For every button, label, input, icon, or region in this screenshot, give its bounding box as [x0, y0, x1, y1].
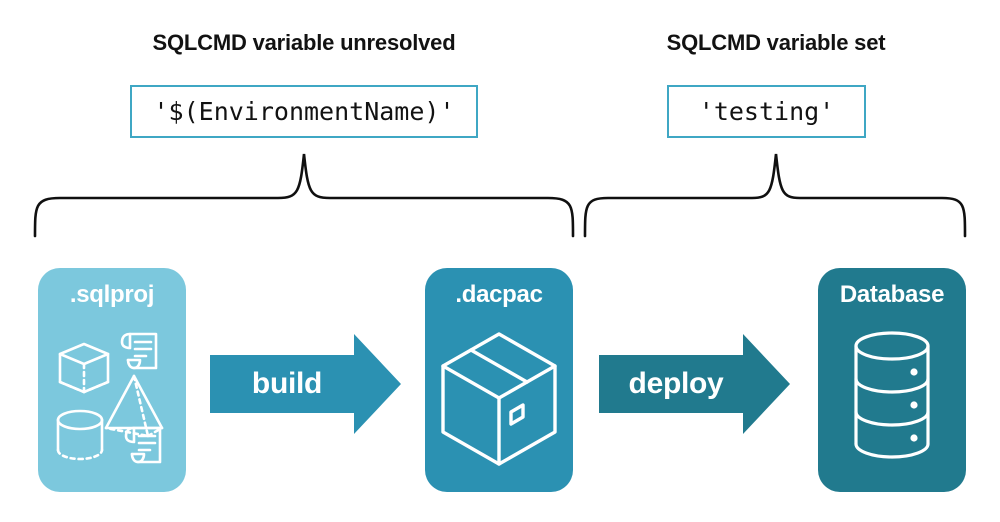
package-box-icon [441, 332, 557, 466]
node-database[interactable]: Database [818, 268, 966, 492]
cylinder-icon [56, 409, 104, 461]
node-dacpac-artwork [441, 332, 557, 466]
scroll-icon [120, 332, 158, 370]
value-text-set: 'testing' [698, 97, 835, 126]
section-heading-set: SQLCMD variable set [666, 30, 886, 55]
value-box-set: 'testing' [667, 85, 866, 138]
arrow-build[interactable]: build [208, 332, 403, 436]
arrow-right-icon-deploy [599, 334, 790, 434]
curly-brace-icon-right [583, 153, 967, 238]
curly-brace-icon-left [33, 153, 575, 238]
value-box-unresolved: '$(EnvironmentName)' [130, 85, 478, 138]
node-database-label: Database [839, 281, 945, 308]
node-sqlproj-label: .sqlproj [69, 281, 155, 308]
node-dacpac-label: .dacpac [455, 281, 543, 308]
node-sqlproj-artwork [56, 332, 164, 464]
arrow-right-icon-build [210, 334, 401, 434]
node-sqlproj[interactable]: .sqlproj [38, 268, 186, 492]
value-text-unresolved: '$(EnvironmentName)' [153, 97, 455, 126]
node-dacpac[interactable]: .dacpac [425, 268, 573, 492]
node-database-artwork [854, 331, 930, 459]
arrow-deploy[interactable]: deploy [597, 332, 792, 436]
section-heading-unresolved: SQLCMD variable unresolved [152, 30, 456, 55]
database-cylinder-icon [854, 331, 930, 459]
scroll-icon [124, 426, 162, 464]
cube-icon [58, 342, 110, 394]
